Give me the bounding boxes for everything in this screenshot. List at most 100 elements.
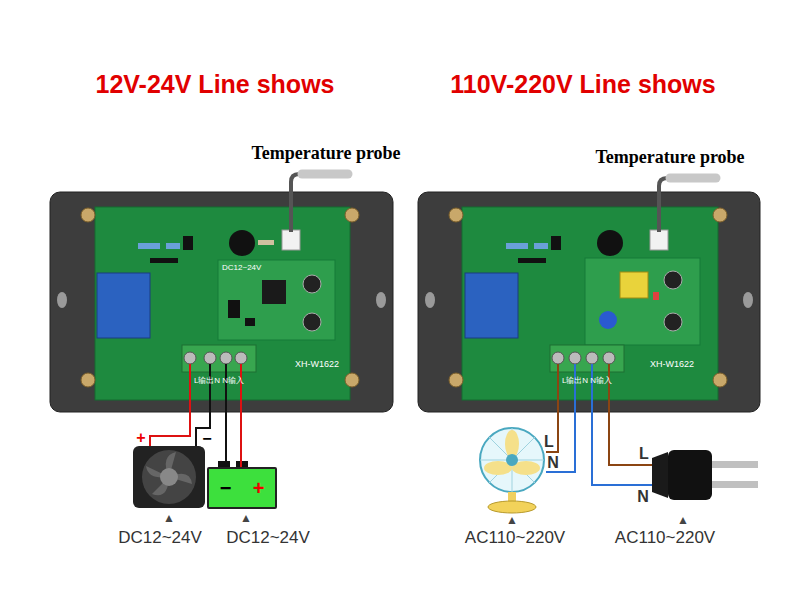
- voltage-caption: AC110~220V: [615, 528, 715, 548]
- power-module: [585, 258, 700, 345]
- polarity-sign: −: [220, 478, 232, 498]
- fan-base: [488, 501, 536, 513]
- screw: [81, 208, 95, 222]
- wire: [592, 412, 652, 485]
- controller-board-left: [50, 174, 393, 412]
- diode: [150, 258, 178, 263]
- desk-fan: [480, 428, 544, 513]
- board-model: XH-W1622: [650, 359, 694, 369]
- mounting-hole: [57, 292, 67, 308]
- power-module: [218, 260, 335, 340]
- probe-connector: [650, 230, 668, 250]
- probe-label: Temperature probe: [251, 143, 400, 164]
- polarity-sign: −: [201, 431, 212, 447]
- wire-label: N: [636, 489, 650, 505]
- transistor: [183, 236, 193, 250]
- relay: [97, 273, 150, 338]
- transformer: [620, 272, 648, 298]
- terminal-screw: [235, 352, 247, 364]
- resistor: [138, 243, 160, 249]
- capacitor: [303, 275, 321, 293]
- pointer-mark: ▲: [240, 512, 252, 526]
- plug-prong: [712, 481, 758, 488]
- transistor: [551, 236, 561, 250]
- wire-label: L: [638, 446, 650, 462]
- inductor: [262, 280, 286, 304]
- resistor: [534, 243, 548, 249]
- fan-cage: [480, 428, 544, 492]
- fan-blade: [146, 452, 192, 495]
- screw: [713, 373, 727, 387]
- terminal-block: [550, 345, 624, 372]
- polarity-sign: +: [253, 478, 265, 498]
- screw: [449, 208, 463, 222]
- capacitor: [599, 311, 617, 329]
- screw: [345, 373, 359, 387]
- wire: [209, 364, 211, 412]
- pcb: [95, 207, 350, 400]
- fan-hub: [506, 454, 518, 466]
- fan-opening: [142, 450, 196, 504]
- wire: [240, 364, 242, 412]
- probe-cable: [291, 174, 306, 232]
- fan-hub: [160, 468, 178, 486]
- wire-label: L: [543, 434, 555, 450]
- resistor: [506, 243, 528, 249]
- terminal-screw: [204, 352, 216, 364]
- voltage-caption: AC110~220V: [465, 528, 565, 548]
- capacitor: [303, 313, 321, 331]
- fan-cage-wires: [480, 428, 544, 492]
- buzzer: [229, 230, 255, 256]
- module-rating: DC12~24V: [222, 263, 261, 272]
- wire: [608, 364, 610, 412]
- wire: [189, 364, 191, 412]
- wire: [240, 412, 242, 467]
- terminal-screw: [603, 352, 615, 364]
- wire: [225, 364, 227, 412]
- dc-fan: [133, 446, 205, 508]
- wire: [150, 412, 190, 448]
- resistor: [166, 243, 180, 249]
- pointer-mark: ▲: [506, 514, 518, 528]
- screw: [345, 208, 359, 222]
- ic-chip: [245, 318, 255, 326]
- panel-heading: 110V-220V Line shows: [450, 70, 715, 99]
- terminal-screw: [552, 352, 564, 364]
- screw: [449, 373, 463, 387]
- capacitor: [664, 271, 682, 289]
- mounting-hole: [743, 292, 753, 308]
- plug-neck: [652, 452, 668, 498]
- capacitor: [664, 313, 682, 331]
- fan-frame: [133, 446, 205, 508]
- fan-blade: [505, 430, 519, 458]
- wire: [557, 364, 559, 412]
- relay: [465, 273, 518, 338]
- probe-tube: [670, 174, 716, 183]
- voltage-caption: DC12~24V: [226, 528, 310, 548]
- plug-body: [668, 450, 712, 500]
- led: [653, 292, 659, 300]
- resistor: [258, 240, 274, 245]
- polarity-sign: +: [135, 430, 146, 446]
- mounting-hole: [376, 292, 386, 308]
- wire-label: N: [546, 455, 560, 471]
- probe-cable: [659, 178, 674, 232]
- terminal-screw: [569, 352, 581, 364]
- diode: [518, 258, 546, 263]
- probe-tube: [302, 170, 348, 179]
- terminal-label: L输出N N输入: [194, 376, 244, 385]
- voltage-caption: DC12~24V: [118, 528, 202, 548]
- terminal-block: [182, 345, 256, 372]
- ic-chip: [228, 300, 240, 318]
- power-module: DC12~24V: [218, 260, 335, 340]
- battery: −+: [207, 467, 277, 509]
- terminal-screw: [220, 352, 232, 364]
- probe-label: Temperature probe: [595, 147, 744, 168]
- terminal-screw: [586, 352, 598, 364]
- pointer-mark: ▲: [163, 512, 175, 526]
- screw: [713, 208, 727, 222]
- wire: [591, 364, 593, 412]
- probe-connector: [282, 230, 300, 250]
- mounting-hole: [425, 292, 435, 308]
- controller-board-right: [418, 178, 760, 412]
